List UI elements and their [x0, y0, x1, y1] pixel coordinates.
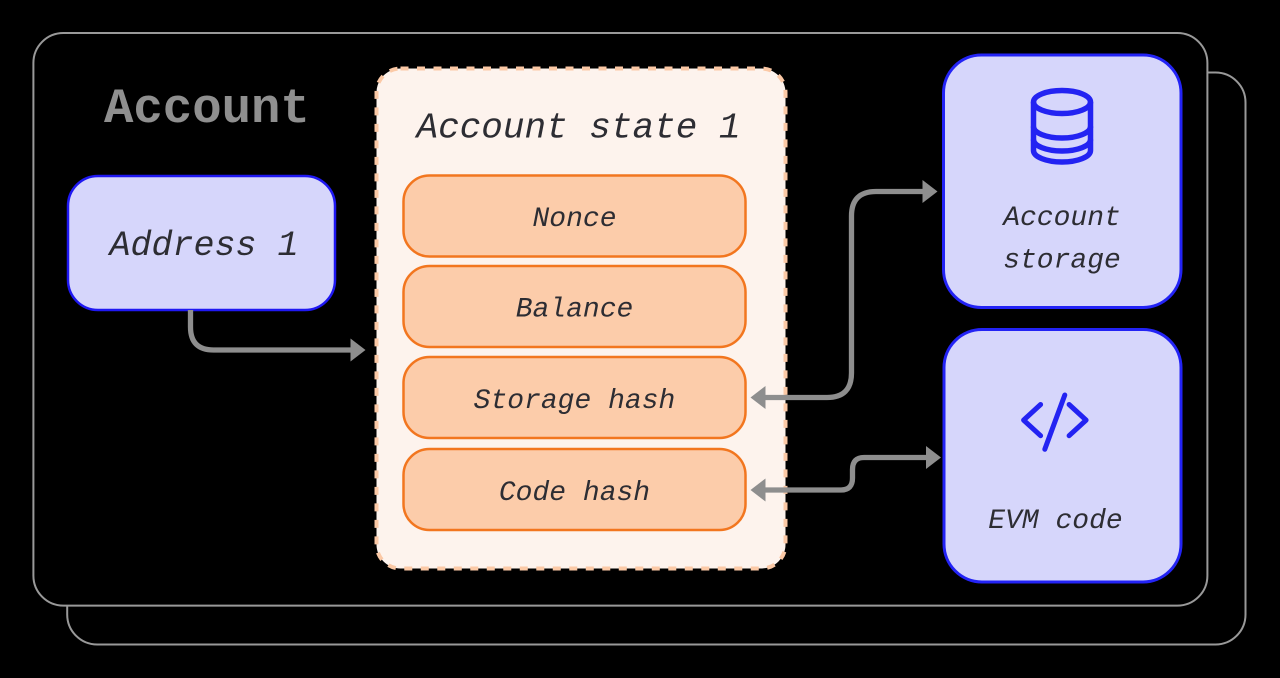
svg-text:Balance: Balance [516, 295, 634, 326]
svg-text:Nonce: Nonce [532, 204, 616, 235]
svg-text:Account state 1: Account state 1 [414, 108, 740, 149]
svg-text:Code hash: Code hash [499, 478, 650, 509]
svg-text:Storage hash: Storage hash [474, 386, 676, 417]
svg-text:storage: storage [1003, 246, 1121, 277]
svg-text:EVM code: EVM code [988, 506, 1122, 537]
svg-text:Address 1: Address 1 [107, 226, 298, 266]
svg-text:Account: Account [1001, 203, 1121, 234]
svg-text:Account: Account [104, 81, 310, 137]
